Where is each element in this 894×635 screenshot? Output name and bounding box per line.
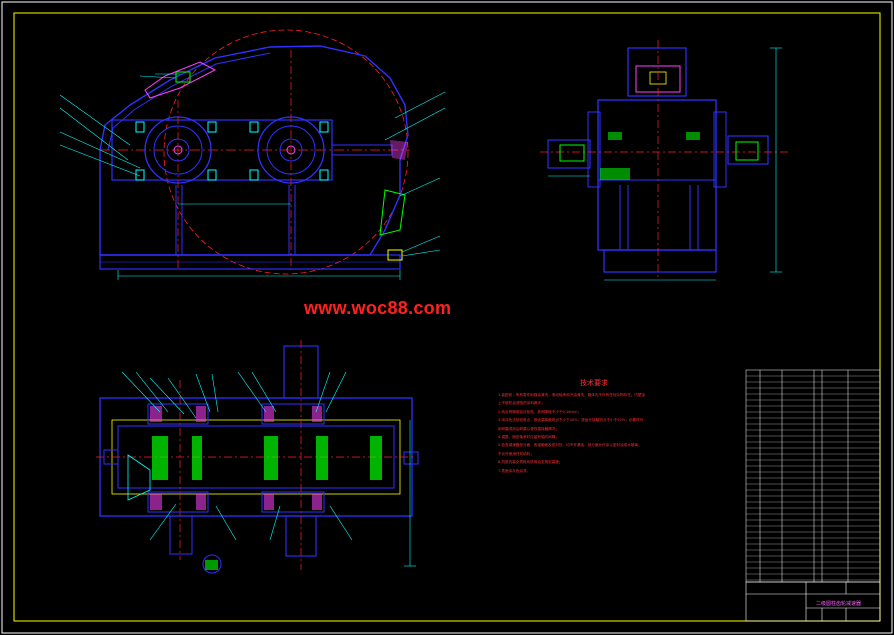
tech-note-line: 2.啮合侧隙用铅丝检验，其侧隙值不小于0.16mm； bbox=[498, 409, 582, 414]
tech-note-line: 4.调整、固定轴承时应留有轴向间隙； bbox=[498, 435, 559, 440]
technical-requirements-title: 技术要求 bbox=[580, 379, 608, 387]
tech-note-line: 用研磨或刮后研磨以便改善接触情况； bbox=[498, 426, 560, 431]
tech-note-line: 不允许使用任何填料； bbox=[498, 451, 534, 456]
tech-note-line: 5.检查减速器剖分面、各接触面及密封处，均不许漏油，剖分面允许涂以密封油或水玻璃… bbox=[498, 443, 642, 448]
parts-list bbox=[745, 369, 881, 583]
tech-note-line: 上不被机油浸蚀的涂料两次； bbox=[498, 401, 545, 406]
title-block bbox=[745, 581, 881, 622]
tech-note-line: 6.机座内装全损耗系统用油至规定高度； bbox=[498, 460, 563, 465]
tech-note-line: 1.装配前，所有零件用煤油清洗，滚动轴承用汽油清洗，箱体内不许有任何杂物存在，内… bbox=[498, 393, 646, 397]
parts-rows bbox=[746, 375, 880, 581]
drawing-title: 二级圆柱齿轮减速器 bbox=[816, 601, 862, 607]
front-view bbox=[59, 29, 446, 280]
tech-note-line: 7.表面涂灰色油漆。 bbox=[498, 468, 531, 473]
watermark-text: www.woc88.com bbox=[304, 298, 452, 318]
tech-note-line: 3.用涂色法检验斑点，按齿高接触斑点不小于40%，按齿长接触斑点不小于50%，必… bbox=[498, 418, 644, 423]
side-view bbox=[540, 40, 790, 281]
top-view bbox=[96, 340, 419, 574]
inner-frame bbox=[13, 12, 881, 622]
technical-requirements-notes: 1.装配前，所有零件用煤油清洗，滚动轴承用汽油清洗，箱体内不许有任何杂物存在，内… bbox=[498, 391, 698, 475]
